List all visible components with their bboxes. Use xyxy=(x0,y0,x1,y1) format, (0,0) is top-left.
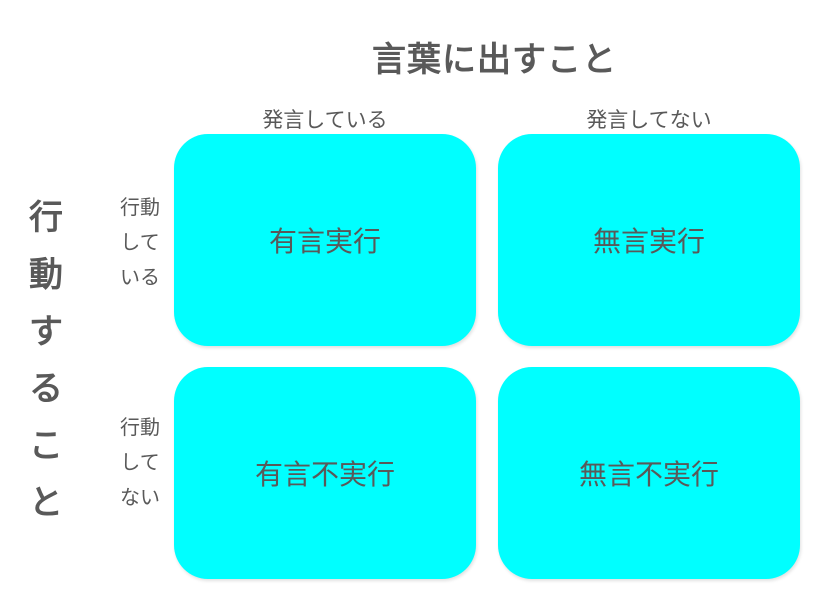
quadrant-top-left: 有言実行 xyxy=(174,134,476,346)
y-axis-title-char: 行 xyxy=(29,198,63,238)
y-axis-title-char: こ xyxy=(29,426,63,466)
x-axis-title: 言葉に出すこと xyxy=(372,40,617,80)
row-header-line: 行動 xyxy=(120,415,160,439)
quadrant-label: 無言不実行 xyxy=(578,458,719,491)
quadrant-top-right: 無言実行 xyxy=(498,134,800,346)
row-header-line: して xyxy=(120,230,160,254)
row-header-not-acting: 行動 して ない xyxy=(112,410,168,515)
quadrant-bottom-left: 有言不実行 xyxy=(174,367,476,579)
y-axis-title-char: 動 xyxy=(29,255,63,295)
row-header-line: いる xyxy=(120,265,160,289)
y-axis-title-char: す xyxy=(29,312,63,352)
row-header-line: して xyxy=(120,450,160,474)
row-header-line: ない xyxy=(120,485,160,509)
column-header-not-speaking: 発言してない xyxy=(586,108,712,132)
y-axis-title: 行 動 す る こ と xyxy=(22,190,70,532)
column-header-speaking: 発言している xyxy=(262,108,388,132)
y-axis-title-char: と xyxy=(29,483,63,523)
row-header-line: 行動 xyxy=(120,195,160,219)
quadrant-label: 無言実行 xyxy=(592,225,705,258)
quadrant-bottom-right: 無言不実行 xyxy=(498,367,800,579)
y-axis-title-char: る xyxy=(29,369,63,409)
quadrant-label: 有言不実行 xyxy=(254,458,395,491)
quadrant-label: 有言実行 xyxy=(268,225,381,258)
row-header-acting: 行動 して いる xyxy=(112,190,168,295)
